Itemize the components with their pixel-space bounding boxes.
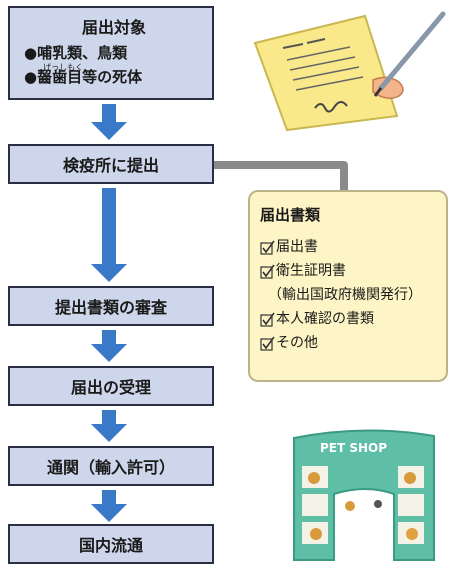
bullet-mammals-birds: ●哺乳類、鳥類 [24,44,128,62]
step-title: 届出対象 [81,18,146,37]
rodent-term: げっしもく齧歯目 [37,63,83,86]
checkbox-checked-icon [260,264,275,279]
bullet-rodents: ●げっしもく齧歯目等の死体 [24,63,204,86]
step-acceptance: 届出の受理 [8,366,214,406]
down-arrow-icon [91,490,127,522]
required-documents-panel: 届出書類 届出書 衛生証明書 （輸出国政府機関発行） 本人確認の書類 その他 [248,190,448,382]
checkbox-checked-icon [260,312,275,327]
documents-title: 届出書類 [260,206,321,224]
step-submit-to-quarantine: 検疫所に提出 [8,144,214,184]
down-arrow-icon [91,104,127,140]
down-arrow-icon [91,330,127,362]
document-item: 本人確認の書類 [260,307,436,331]
document-item: 衛生証明書 [260,259,436,283]
step-customs-clearance: 通関（輸入許可） [8,446,214,486]
document-item: 届出書 [260,235,436,259]
shop-sign: PET SHOP [320,441,387,455]
document-item: その他 [260,331,436,355]
checkbox-checked-icon [260,240,275,255]
step-domestic-distribution: 国内流通 [8,524,214,564]
down-arrow-icon [91,410,127,442]
step-document-review: 提出書類の審査 [8,286,214,326]
down-arrow-icon [91,188,127,282]
pet-shop-illustration: PET SHOP [293,429,435,561]
document-pen-illustration [253,11,446,132]
ruby-reading: げっしもく [43,63,84,72]
document-item-note: （輸出国政府機関発行） [268,287,422,303]
step-notification-targets: 届出対象 ●哺乳類、鳥類 ●げっしもく齧歯目等の死体 [8,6,214,100]
checkbox-checked-icon [260,336,275,351]
